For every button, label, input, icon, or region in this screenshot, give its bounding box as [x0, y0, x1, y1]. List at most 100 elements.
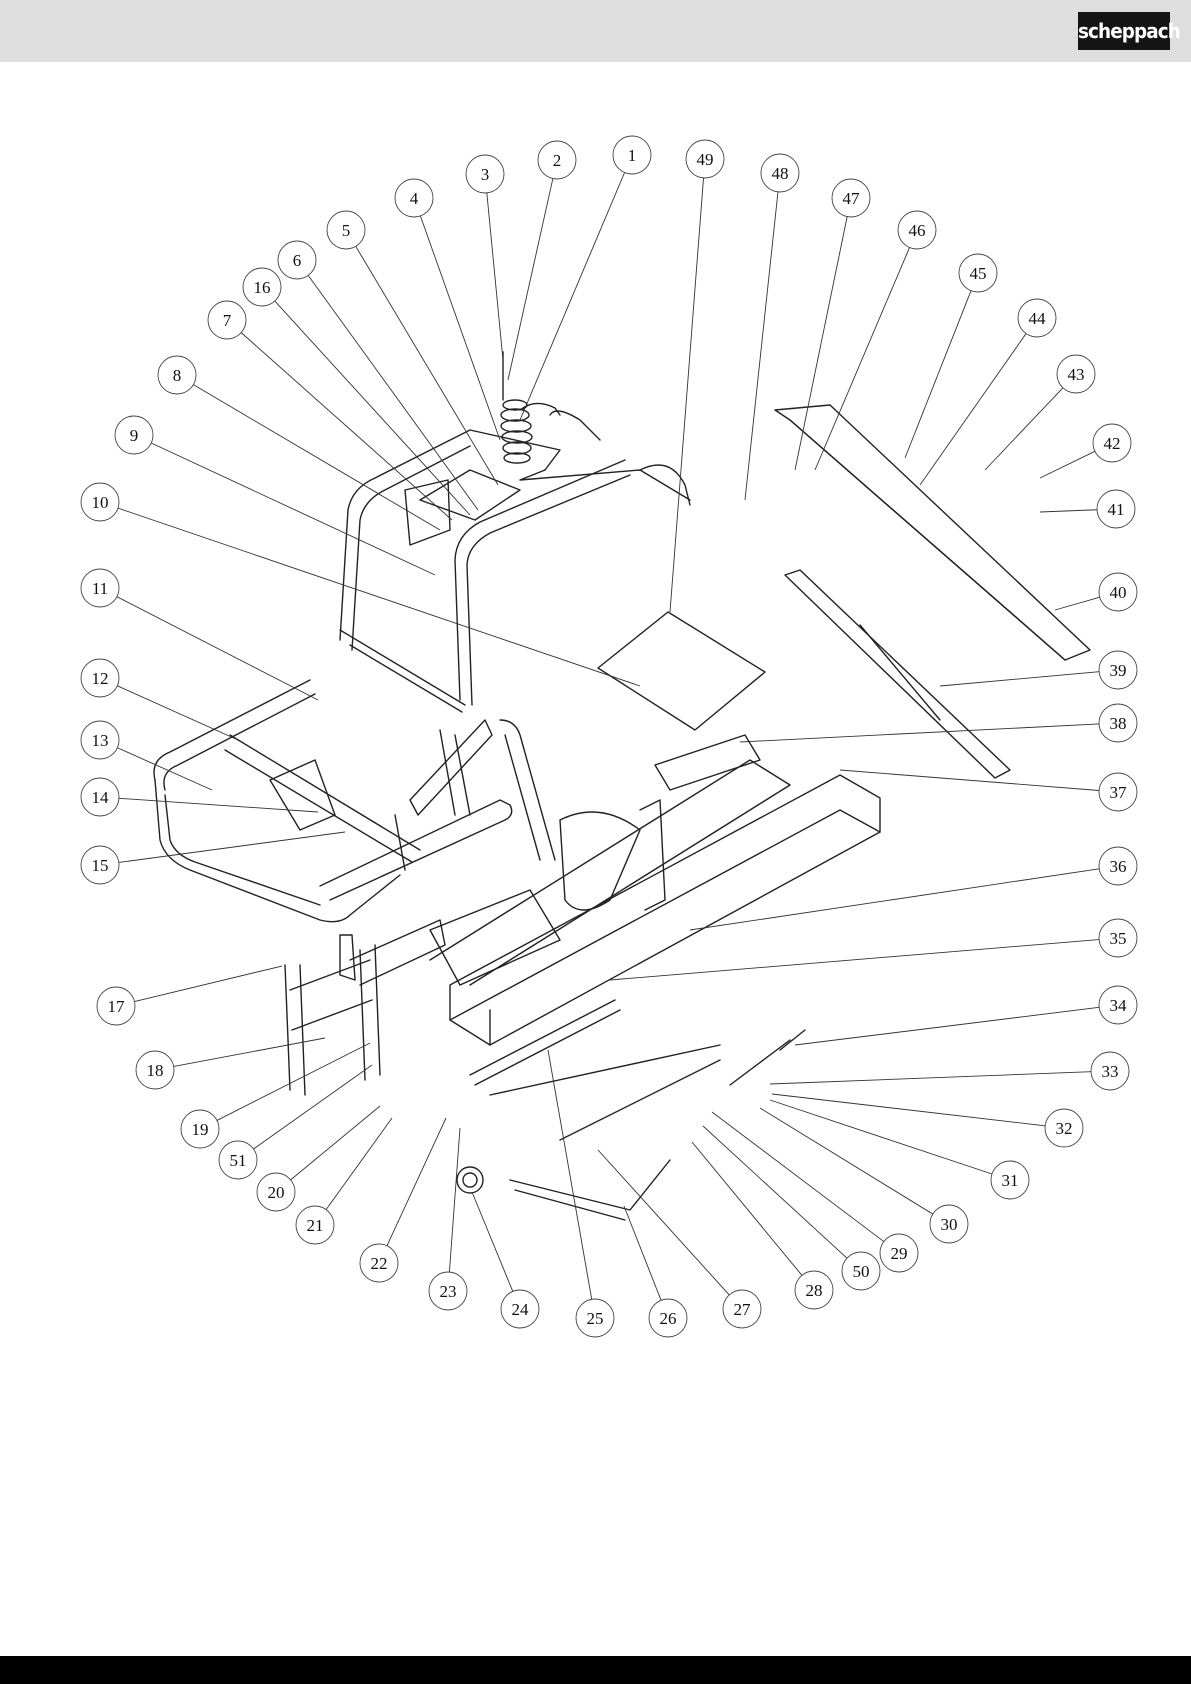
callout-label: 43 — [1068, 365, 1085, 384]
callout-25: 25 — [576, 1299, 614, 1337]
callout-51: 51 — [219, 1141, 257, 1179]
callout-label: 22 — [371, 1254, 388, 1273]
leader-line-25 — [548, 1050, 592, 1299]
callout-9: 9 — [115, 416, 153, 454]
callout-label: 37 — [1110, 783, 1128, 802]
callout-15: 15 — [81, 846, 119, 884]
callout-label: 3 — [481, 165, 490, 184]
callout-label: 49 — [697, 150, 714, 169]
callout-label: 16 — [254, 278, 271, 297]
callout-27: 27 — [723, 1290, 761, 1328]
callout-40: 40 — [1099, 573, 1137, 611]
leader-line-20 — [291, 1106, 380, 1180]
cover-plate — [598, 612, 765, 730]
callout-label: 6 — [293, 251, 302, 270]
callout-14: 14 — [81, 778, 119, 816]
leader-line-26 — [624, 1206, 661, 1300]
callout-13: 13 — [81, 721, 119, 759]
leader-line-23 — [449, 1128, 460, 1272]
callout-label: 10 — [92, 493, 109, 512]
leader-line-44 — [920, 334, 1026, 485]
callout-44: 44 — [1018, 299, 1056, 337]
callout-label: 9 — [130, 426, 139, 445]
callout-label: 17 — [108, 997, 126, 1016]
callout-label: 21 — [307, 1216, 324, 1235]
leader-line-4 — [420, 216, 500, 440]
callout-7: 7 — [208, 301, 246, 339]
callout-48: 48 — [761, 154, 799, 192]
callout-45: 45 — [959, 254, 997, 292]
leader-line-1 — [520, 173, 625, 420]
leader-line-45 — [905, 291, 971, 458]
leader-line-35 — [610, 940, 1099, 980]
callout-label: 15 — [92, 856, 109, 875]
callout-label: 33 — [1102, 1062, 1119, 1081]
callout-41: 41 — [1097, 490, 1135, 528]
leader-line-22 — [387, 1118, 446, 1246]
leader-line-34 — [795, 1007, 1099, 1045]
leader-line-2 — [508, 179, 553, 380]
callout-label: 31 — [1002, 1171, 1019, 1190]
leader-line-5 — [356, 246, 498, 485]
leader-line-15 — [119, 832, 345, 862]
leader-line-37 — [840, 770, 1099, 791]
callout-label: 41 — [1108, 500, 1125, 519]
callout-label: 20 — [268, 1183, 285, 1202]
callout-2: 2 — [538, 141, 576, 179]
callout-33: 33 — [1091, 1052, 1129, 1090]
callout-label: 47 — [843, 189, 861, 208]
callout-label: 14 — [92, 788, 110, 807]
main-chassis — [430, 735, 880, 1045]
callout-19: 19 — [181, 1110, 219, 1148]
callout-11: 11 — [81, 569, 119, 607]
callout-label: 8 — [173, 366, 182, 385]
callout-label: 26 — [660, 1309, 677, 1328]
callout-28: 28 — [795, 1271, 833, 1309]
callout-31: 31 — [991, 1161, 1029, 1199]
callout-label: 50 — [853, 1262, 870, 1281]
callout-49: 49 — [686, 140, 724, 178]
callout-label: 39 — [1110, 661, 1127, 680]
leader-line-31 — [770, 1100, 992, 1174]
leader-line-17 — [134, 966, 282, 1002]
rear-deck-plate — [775, 405, 1090, 778]
callout-37: 37 — [1099, 773, 1137, 811]
leader-line-50 — [703, 1126, 847, 1258]
callout-39: 39 — [1099, 651, 1137, 689]
front-bumper — [154, 680, 512, 922]
callout-5: 5 — [327, 211, 365, 249]
callout-22: 22 — [360, 1244, 398, 1282]
callout-label: 48 — [772, 164, 789, 183]
leader-line-33 — [770, 1072, 1091, 1084]
callout-label: 23 — [440, 1282, 457, 1301]
leader-line-36 — [690, 869, 1099, 930]
callout-32: 32 — [1045, 1109, 1083, 1147]
callout-8: 8 — [158, 356, 196, 394]
callout-17: 17 — [97, 987, 135, 1025]
callout-label: 44 — [1029, 309, 1047, 328]
callout-23: 23 — [429, 1272, 467, 1310]
callout-29: 29 — [880, 1234, 918, 1272]
leader-line-9 — [151, 443, 435, 575]
callout-20: 20 — [257, 1173, 295, 1211]
callout-35: 35 — [1099, 919, 1137, 957]
leader-line-11 — [117, 597, 318, 700]
leader-line-18 — [174, 1038, 325, 1066]
leader-line-19 — [217, 1043, 370, 1120]
callout-label: 34 — [1110, 996, 1128, 1015]
callout-6: 6 — [278, 241, 316, 279]
callout-label: 30 — [941, 1215, 958, 1234]
callout-42: 42 — [1093, 424, 1131, 462]
callout-43: 43 — [1057, 355, 1095, 393]
leader-line-32 — [772, 1094, 1045, 1126]
leader-line-41 — [1040, 510, 1097, 512]
callout-50: 50 — [842, 1252, 880, 1290]
leader-line-21 — [326, 1118, 392, 1210]
callout-47: 47 — [832, 179, 870, 217]
callout-label: 27 — [734, 1300, 752, 1319]
callout-label: 5 — [342, 221, 351, 240]
callout-label: 40 — [1110, 583, 1127, 602]
callout-label: 28 — [806, 1281, 823, 1300]
callout-label: 46 — [909, 221, 926, 240]
callout-12: 12 — [81, 659, 119, 697]
